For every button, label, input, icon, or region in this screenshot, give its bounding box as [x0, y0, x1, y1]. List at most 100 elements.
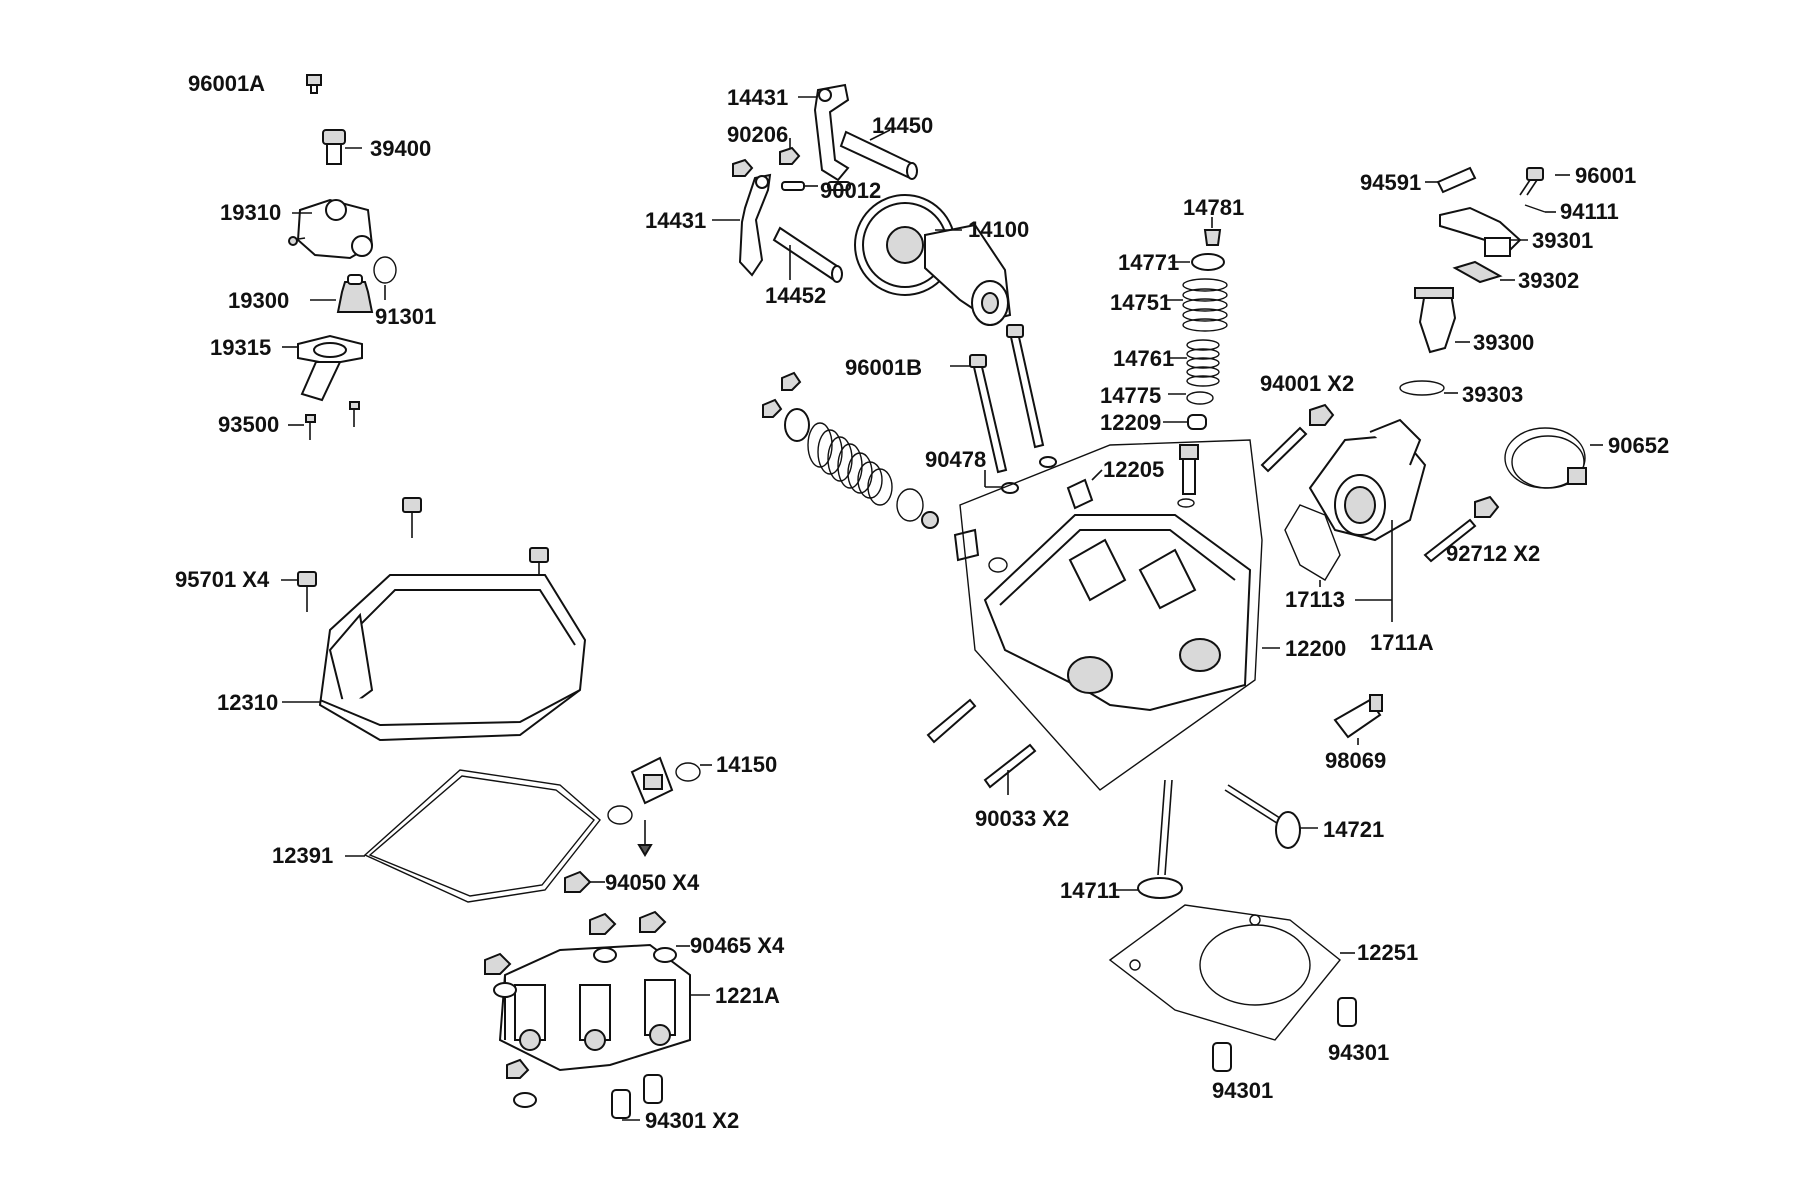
o-ring-39303 [1399, 380, 1458, 396]
rocker-shaft-14450 [839, 129, 918, 180]
label-96001a: 96001A [188, 71, 265, 96]
temperature-sensor-39400 [322, 129, 362, 165]
stud-bolt-96001b [950, 324, 1045, 474]
nut-94001 [1260, 403, 1335, 473]
thermostat-19300 [310, 274, 374, 313]
rocker-shaft-14452 [772, 226, 843, 283]
label-1711a: 1711A [1370, 630, 1434, 655]
label-14431-lower: 14431 [645, 208, 706, 233]
label-14721: 14721 [1323, 817, 1384, 842]
nut-bolt-92712 [1423, 495, 1500, 563]
rocker-arm-14431-lower [712, 173, 772, 277]
label-19300: 19300 [228, 288, 289, 313]
chain-tensioner-14150 [607, 756, 712, 857]
label-93500: 93500 [218, 412, 279, 437]
label-94301-right: 94301 [1328, 1040, 1389, 1065]
label-14431-upper: 14431 [727, 85, 788, 110]
label-39400: 39400 [370, 136, 431, 161]
label-12205: 12205 [1103, 457, 1164, 482]
label-12251: 12251 [1357, 940, 1418, 965]
label-14711: 14711 [1060, 878, 1120, 903]
stem-seal-12209 [1163, 414, 1207, 430]
label-17113: 17113 [1285, 587, 1345, 612]
gasket-12391 [345, 769, 601, 903]
fuel-injector-39300 [1414, 286, 1470, 354]
bolt-96001 [1519, 167, 1570, 196]
label-14751: 14751 [1110, 290, 1171, 315]
label-12209: 12209 [1100, 410, 1161, 435]
label-94301-x2: 94301 X2 [645, 1108, 739, 1133]
valve-guide-12205 [1066, 444, 1199, 510]
inner-spring-14761 [1170, 339, 1220, 387]
label-94001: 94001 X2 [1260, 371, 1354, 396]
cylinder-head-12200 [959, 439, 1280, 791]
intake-valve-14711 [1113, 779, 1183, 899]
dowel-94301-left [1212, 1042, 1232, 1072]
bolts-93500 [288, 401, 360, 440]
label-94050: 94050 X4 [605, 870, 700, 895]
gasket-17113 [1284, 504, 1341, 587]
bolt-96001a [306, 74, 322, 94]
dowel-94301-right [1337, 997, 1357, 1027]
clamp-90652 [1504, 427, 1603, 489]
label-14450: 14450 [872, 113, 933, 138]
label-95701: 95701 X4 [175, 567, 270, 592]
label-96001: 96001 [1575, 163, 1636, 188]
label-39302: 39302 [1518, 268, 1579, 293]
label-90033: 90033 X2 [975, 806, 1069, 831]
label-90012: 90012 [820, 178, 881, 203]
label-12310: 12310 [217, 690, 278, 715]
locknut-90206 [732, 138, 801, 177]
label-39303: 39303 [1462, 382, 1523, 407]
label-19315: 19315 [210, 335, 271, 360]
label-39300: 39300 [1473, 330, 1534, 355]
thermostat-cover-19315 [282, 334, 363, 402]
label-39301: 39301 [1532, 228, 1593, 253]
washers-90478 [984, 456, 1057, 494]
label-12200: 12200 [1285, 636, 1346, 661]
label-14150: 14150 [716, 752, 777, 777]
label-90478: 90478 [925, 447, 986, 472]
screw-90012 [781, 181, 851, 191]
dowels-94301-x2 [506, 1058, 663, 1121]
label-14781: 14781 [1183, 195, 1244, 220]
label-1221a: 1221A [715, 983, 780, 1008]
retainer-14771 [1170, 253, 1225, 271]
label-12391: 12391 [272, 843, 333, 868]
label-94591: 94591 [1360, 170, 1421, 195]
injector-holder-39301 [1439, 206, 1528, 257]
studs-90033 [926, 698, 1037, 795]
spark-plug-98069 [1333, 694, 1383, 745]
label-91301: 91301 [375, 304, 436, 329]
label-14771: 14771 [1118, 250, 1179, 275]
label-90206: 90206 [727, 122, 788, 147]
head-gasket-12251 [1108, 904, 1355, 1041]
spring-seat-14775 [1168, 391, 1214, 405]
outer-spring-14751 [1166, 278, 1228, 332]
rocker-arm-14431-upper [798, 83, 850, 182]
label-94301-left: 94301 [1212, 1078, 1273, 1103]
label-90652: 90652 [1608, 433, 1669, 458]
bracket-39302 [1452, 260, 1515, 284]
throttle-body-1711A [1308, 418, 1427, 622]
label-92712: 92712 X2 [1446, 541, 1540, 566]
label-98069: 98069 [1325, 748, 1386, 773]
label-14100: 14100 [968, 217, 1029, 242]
clip-94591 [1425, 166, 1477, 194]
camshaft-holder-1221A [498, 943, 710, 1072]
label-94111: 94111 [1560, 199, 1619, 224]
thermostat-housing-19310 [288, 198, 374, 260]
cotter-14781 [1203, 217, 1222, 246]
label-14775: 14775 [1100, 383, 1161, 408]
label-96001b: 96001B [845, 355, 922, 380]
o-ring-91301 [373, 256, 397, 300]
label-14761: 14761 [1113, 346, 1174, 371]
valve-spring-set-left [762, 371, 1008, 573]
valve-cover-12310 [282, 574, 587, 742]
nuts-94050 [484, 870, 667, 975]
label-19310: 19310 [220, 200, 281, 225]
label-14452: 14452 [765, 283, 826, 308]
exhaust-valve-14721 [1224, 784, 1318, 849]
